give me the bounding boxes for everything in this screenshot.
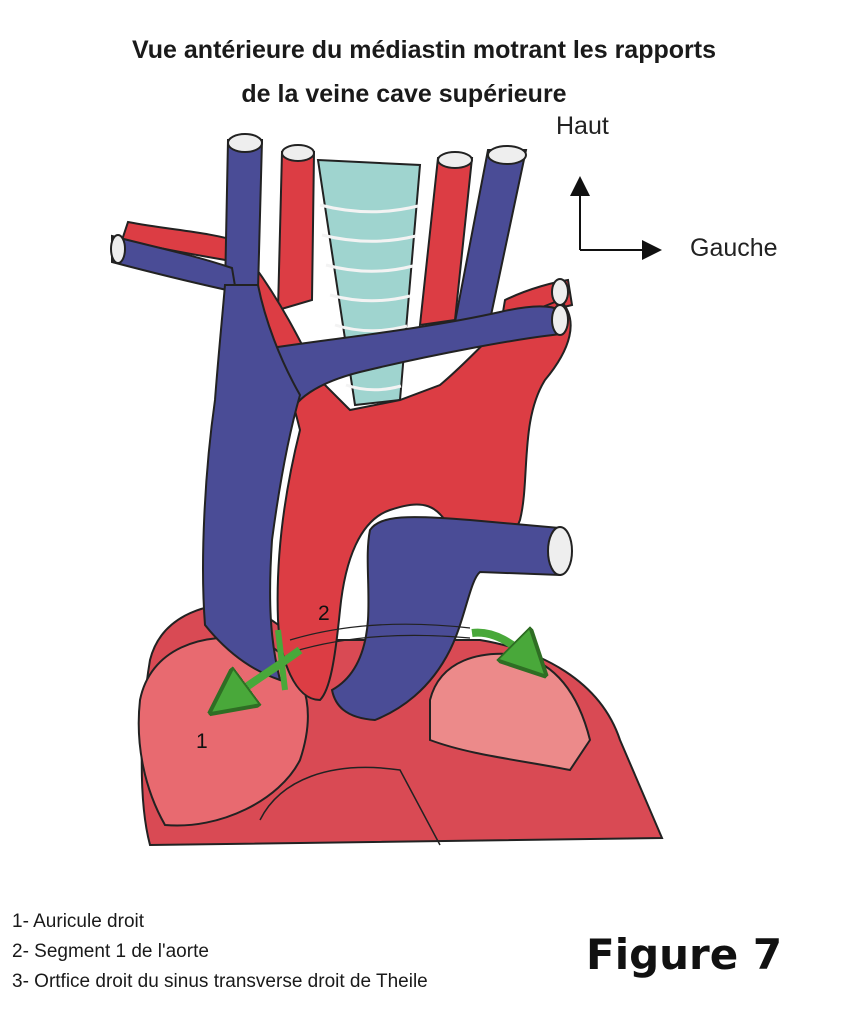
pulmonary-trunk-opening (547, 526, 573, 576)
arrow-left-orifice (471, 633, 530, 660)
title-line-2: de la veine cave supérieure (241, 80, 567, 108)
title-line-1: Vue antérieure du médiastin motrant les … (132, 36, 716, 64)
legend-item-3: 3- Ortfice droit du sinus transverse dro… (12, 971, 428, 992)
legend-item-2: 2- Segment 1 de l'aorte (12, 941, 209, 962)
left-jugular-opening (487, 145, 527, 165)
marker-1: 1 (196, 730, 208, 753)
diagram-title: Vue antérieure du médiastin motrant les … (0, 28, 848, 116)
right-jugular-opening (227, 133, 263, 153)
vessel-openings (110, 133, 573, 576)
heart-contour (259, 766, 441, 846)
right-carotid-opening (281, 144, 315, 162)
green-arrows (228, 630, 530, 700)
left-carotid-opening (437, 151, 473, 169)
left-subclavian-artery-opening (551, 278, 569, 306)
right-subclavian-vein-opening (110, 234, 126, 264)
right-auricle (137, 636, 309, 827)
arrow-channel (275, 629, 288, 691)
superior-vena-cava (202, 284, 302, 682)
left-brachiocephalic-vein-opening (551, 304, 569, 336)
pulmonary-trunk (330, 516, 561, 722)
legend: 1- Auricule droit 2- Segment 1 de l'aort… (12, 907, 428, 997)
figure-label: Figure 7 (586, 930, 783, 979)
left-auricle (429, 652, 592, 772)
orientation-axes (570, 176, 662, 260)
orientation-up-label: Haut (556, 112, 609, 140)
arrow-right-orifice (228, 646, 303, 700)
legend-item-1: 1- Auricule droit (12, 911, 145, 932)
transverse-sinus-lines (289, 623, 471, 653)
right-carotid-artery (276, 151, 316, 312)
orientation-left-label: Gauche (690, 234, 778, 262)
marker-2: 2 (318, 602, 330, 625)
